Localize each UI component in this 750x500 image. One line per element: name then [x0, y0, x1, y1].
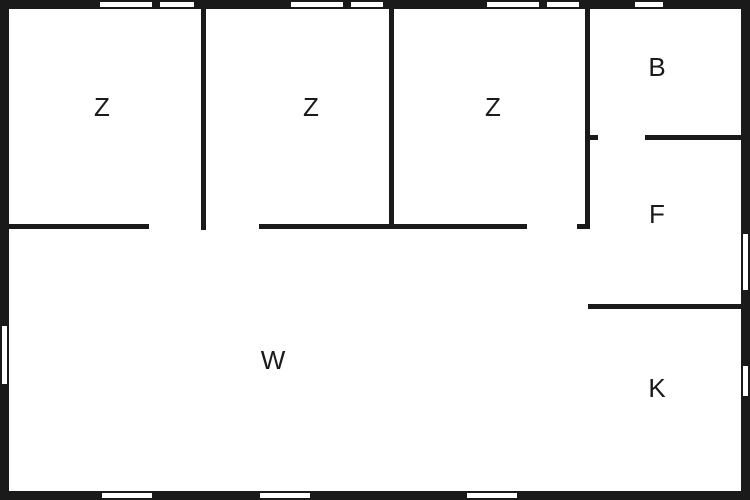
window [635, 2, 663, 7]
room-label-bathroom: B [648, 52, 666, 82]
window [351, 2, 383, 7]
window [743, 234, 748, 290]
window [291, 2, 343, 7]
room-label-bedroom-1: Z [94, 92, 110, 122]
interior-wall [9, 224, 149, 229]
interior-wall [585, 135, 598, 140]
window [102, 493, 152, 498]
interior-wall [259, 224, 527, 229]
interior-wall [201, 9, 206, 230]
window [487, 2, 539, 7]
interior-walls [9, 9, 741, 309]
interior-wall [585, 9, 590, 228]
interior-wall [577, 224, 590, 229]
window [160, 2, 194, 7]
wall-bottom [0, 491, 750, 500]
window [2, 326, 7, 384]
interior-wall [389, 9, 394, 227]
interior-wall [588, 304, 741, 309]
room-label-hallway: F [649, 199, 665, 229]
window [743, 366, 748, 396]
window [100, 2, 152, 7]
wall-left [0, 0, 9, 500]
window [547, 2, 579, 7]
room-label-living-room: W [260, 345, 286, 375]
interior-wall [645, 135, 741, 140]
window [260, 493, 310, 498]
room-label-kitchen: K [648, 373, 666, 403]
room-label-bedroom-3: Z [485, 92, 501, 122]
window [467, 493, 517, 498]
room-label-bedroom-2: Z [303, 92, 319, 122]
